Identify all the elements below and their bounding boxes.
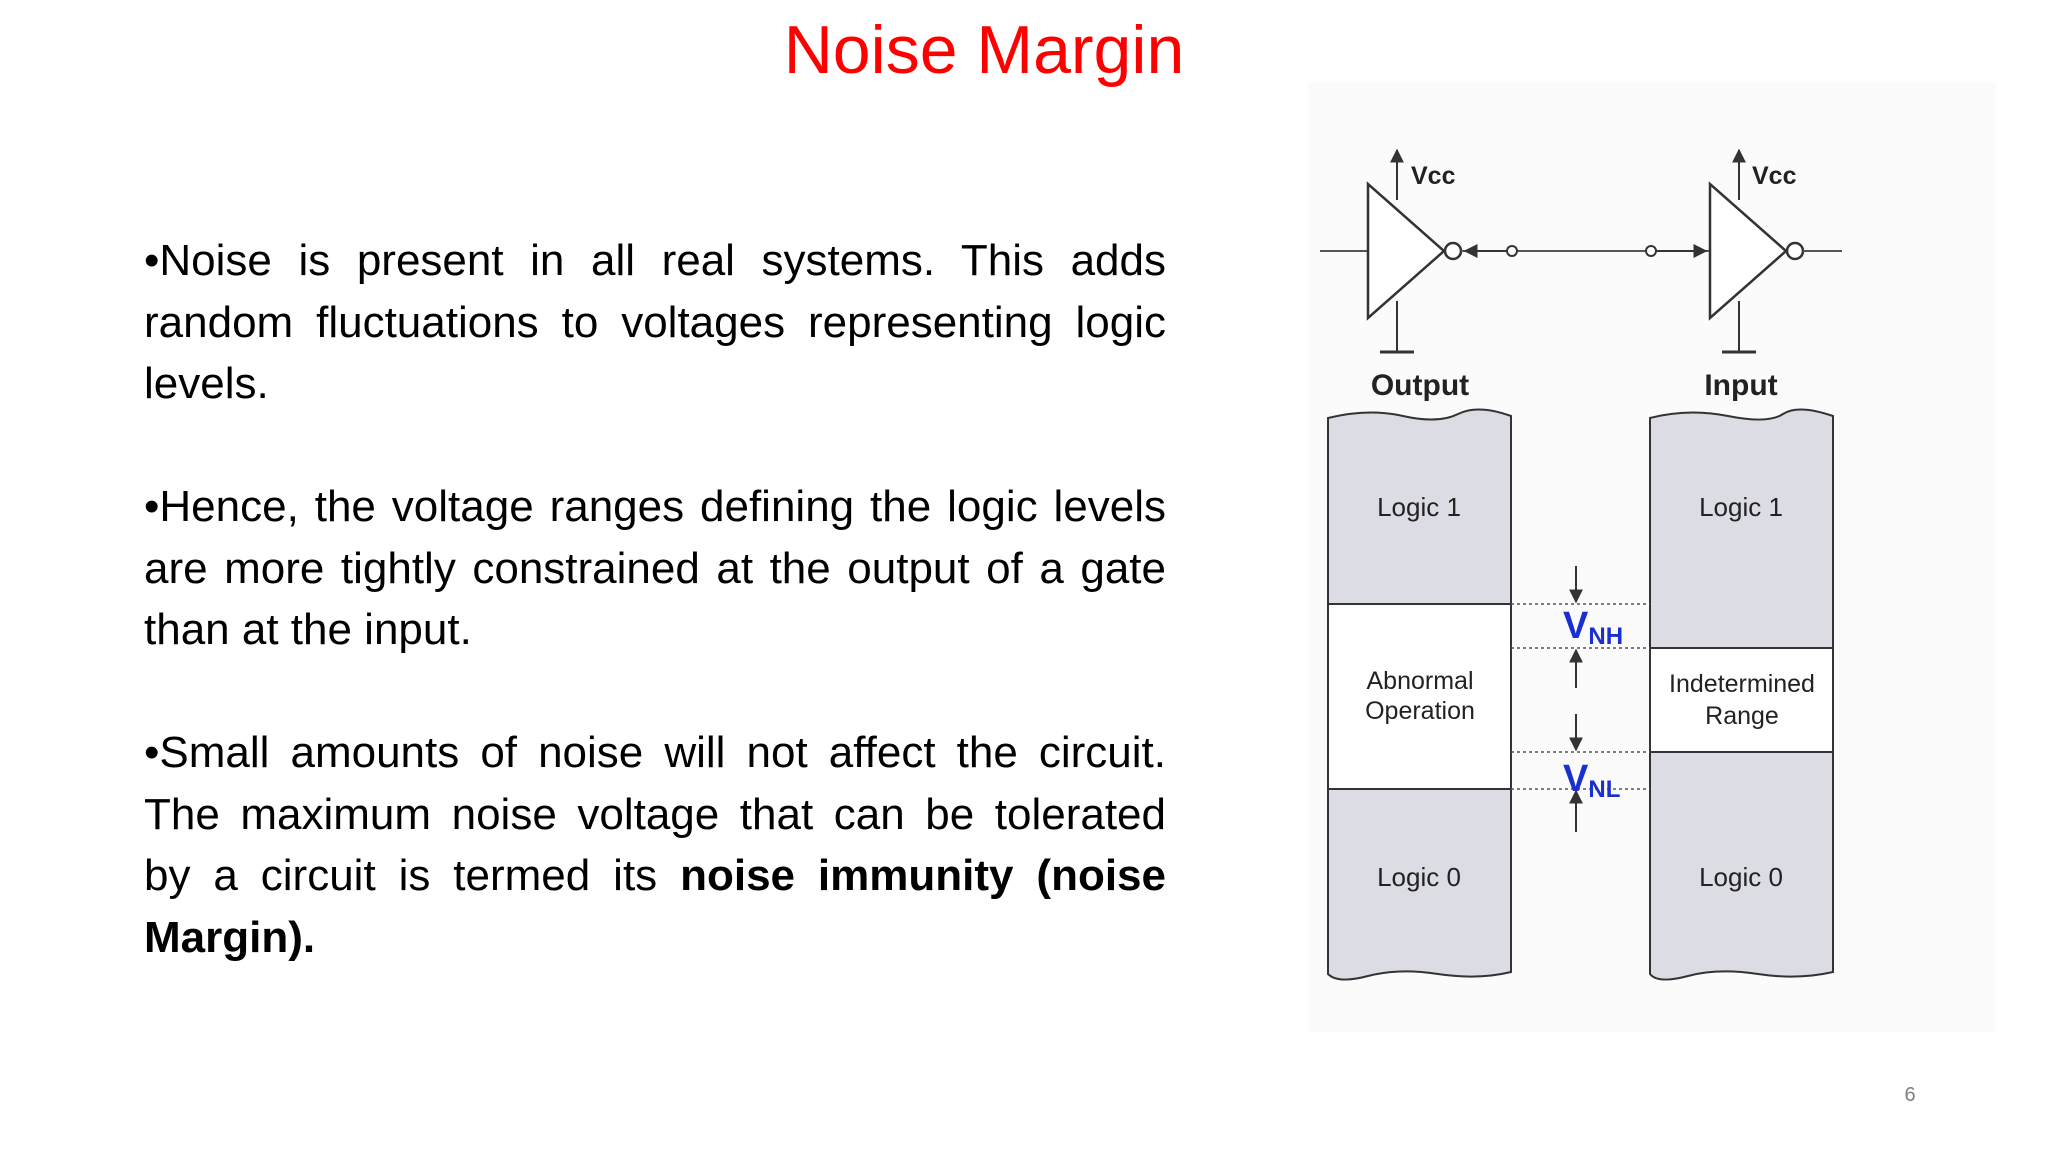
output-gate-buffer-icon	[1320, 148, 1463, 354]
input-gate-buffer-icon	[1708, 148, 1842, 354]
vnl-label-sub: NL	[1588, 776, 1620, 803]
input-logic-1-label: Logic 1	[1699, 492, 1783, 522]
output-abnormal-label-line2: Operation	[1365, 697, 1475, 725]
bullet-noise-immunity-text: •Small amounts of noise will not affect …	[144, 728, 1166, 900]
vcc-label-right: Vcc	[1752, 162, 1797, 190]
noise-immunity-term: noise immunity (noise Margin).	[144, 851, 1167, 962]
output-logic-1-label: Logic 1	[1377, 492, 1461, 522]
output-heading: Output	[1371, 369, 1469, 402]
input-voltage-column	[1649, 408, 1834, 981]
vnh-label-main: V	[1563, 605, 1589, 647]
vnh-label-sub: NH	[1588, 623, 1623, 650]
input-heading: Input	[1704, 369, 1777, 402]
output-logic-0-label: Logic 0	[1377, 862, 1461, 892]
vcc-label-left: Vcc	[1411, 162, 1456, 190]
slide-title: Noise Margin	[783, 12, 1185, 88]
output-abnormal-label-line1: Abnormal	[1367, 667, 1474, 695]
input-indetermined-label-line1: Indetermined	[1669, 670, 1815, 698]
noise-margin-diagram: Vcc Vcc Output Input Logic 1	[1320, 148, 1842, 981]
input-indetermined-label-line2: Range	[1705, 702, 1779, 730]
vnh-margin-indicator	[1511, 566, 1650, 688]
vnl-label: VNL	[1563, 758, 1620, 803]
vnl-margin-indicator	[1511, 714, 1650, 832]
bullet-list: •Noise is present in all real systems. T…	[144, 230, 1166, 968]
vnl-label-main: V	[1563, 758, 1589, 800]
output-voltage-column	[1327, 408, 1512, 981]
input-logic-0-label: Logic 0	[1699, 862, 1783, 892]
bullet-noise-immunity: •Small amounts of noise will not affect …	[144, 722, 1166, 968]
bullet-noise-present: •Noise is present in all real systems. T…	[144, 236, 1166, 408]
page-number: 6	[1904, 1084, 1916, 1106]
bullet-voltage-ranges: •Hence, the voltage ranges defining the …	[144, 482, 1166, 654]
vnh-label: VNH	[1563, 605, 1623, 650]
